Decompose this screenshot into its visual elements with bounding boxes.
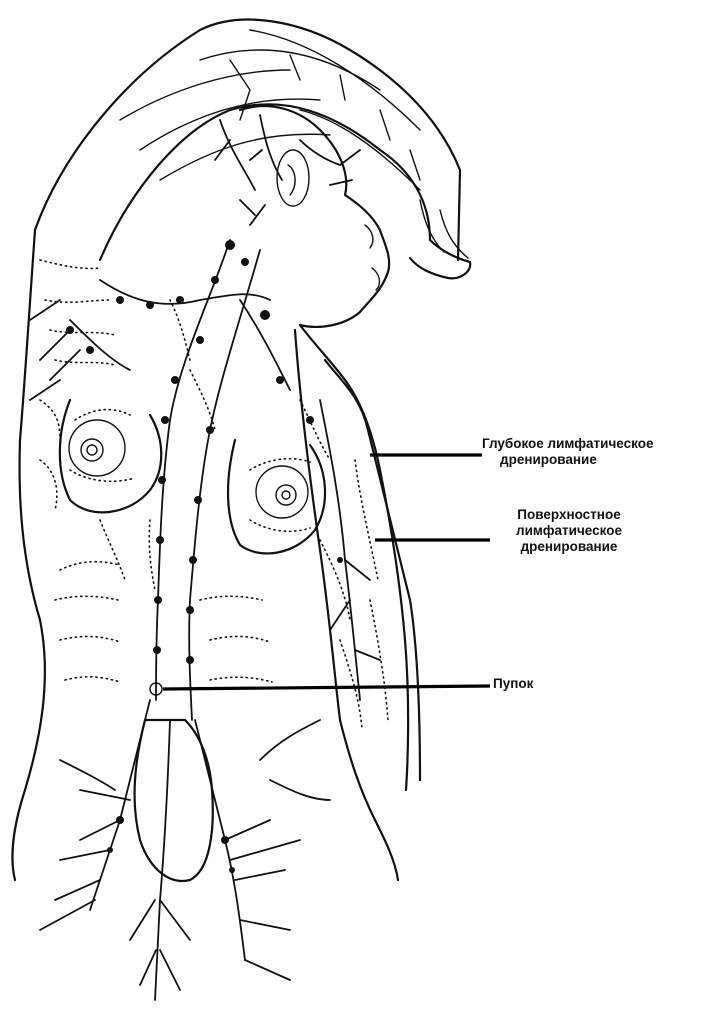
lymph-nodes xyxy=(66,240,343,873)
label-superficial-line3: дренирование xyxy=(494,539,644,555)
label-superficial-line2: лимфатическое xyxy=(494,523,644,539)
label-deep-line1: Глубокое лимфатическое xyxy=(482,436,701,452)
raised-arm xyxy=(35,20,470,279)
leader-navel xyxy=(163,686,490,689)
label-superficial-drainage: Поверхностное лимфатическое дренирование xyxy=(494,507,644,555)
torso xyxy=(12,230,420,881)
label-navel: Пупок xyxy=(493,676,533,692)
label-deep-line2: дренирование xyxy=(482,452,701,468)
label-superficial-line1: Поверхностное xyxy=(494,507,644,523)
superficial-lymph-dots xyxy=(40,260,388,730)
label-deep-drainage: Глубокое лимфатическое дренирование xyxy=(482,436,701,468)
deep-lymph-vessels xyxy=(30,240,380,1000)
